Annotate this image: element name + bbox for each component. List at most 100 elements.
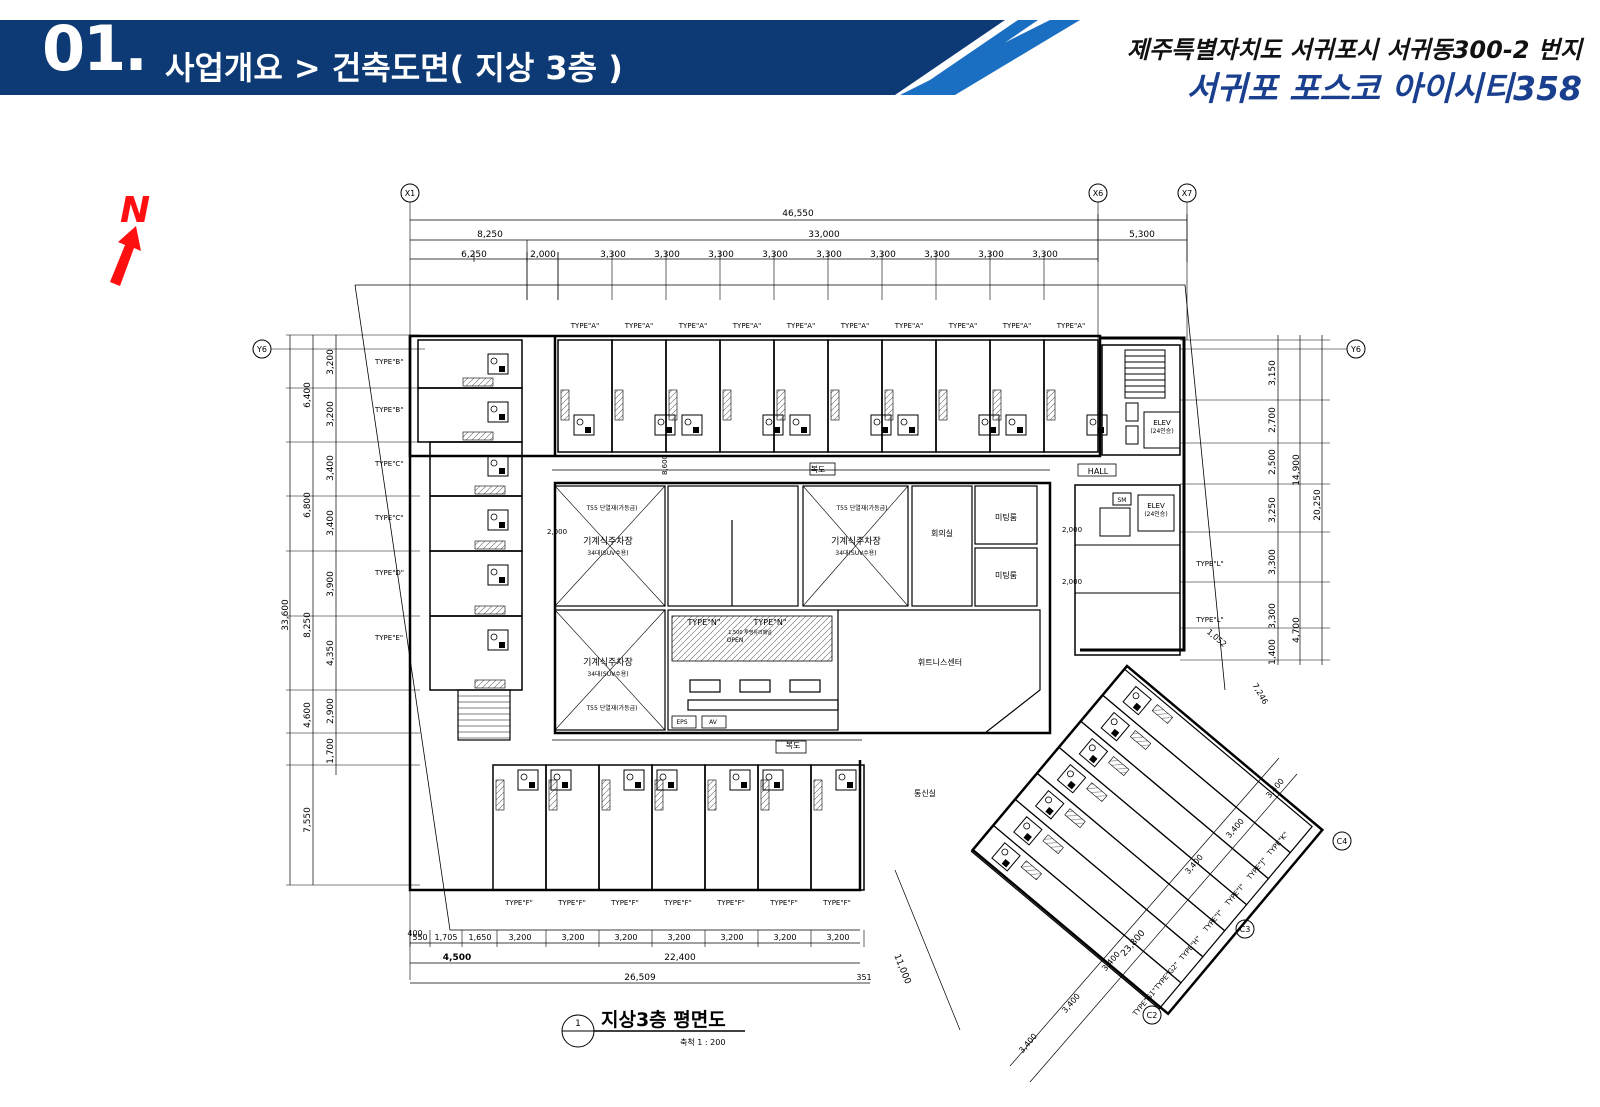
- type-l-2: TYPE"L": [1195, 616, 1224, 624]
- type-f-label: TYPE"F": [716, 899, 745, 907]
- wall-note-2: T55 단열재(가등급): [835, 504, 887, 512]
- grid-bubble-c3: [1235, 919, 1255, 939]
- rotated-wing: TYPE"K"TYPE"J"TYPE"I"TYPE"I"TYPE"H"TYPE"…: [970, 664, 1325, 1018]
- center-misc: [671, 462, 1117, 754]
- north-label: N: [120, 190, 151, 231]
- dim-left-inner-item: 2,900: [326, 698, 336, 724]
- dim-top-row3-item: 3,300: [924, 250, 950, 260]
- dim-top-row3-item: 3,300: [1032, 250, 1058, 260]
- right-dimension-lines: [1277, 335, 1323, 665]
- dim-bottom-row3-a: 26,509: [624, 973, 656, 983]
- dim-top-row3-item: 3,300: [708, 250, 734, 260]
- dim-left-inner-item: 3,200: [326, 349, 336, 375]
- label-eps: EPS: [676, 719, 687, 726]
- grid-bubbles: [252, 183, 1366, 1025]
- dim-bottom-row2-a: 4,500: [443, 953, 471, 963]
- grid-label-c4: C4: [1337, 837, 1348, 846]
- dim-left-outer: 33,600: [281, 599, 291, 631]
- dim-right-outer-1: 14,900: [1292, 454, 1302, 486]
- room-meeting-room-1: 미팅룸: [995, 512, 1017, 522]
- label-open-note: 1,500 투명유리패널: [728, 629, 772, 636]
- type-f-label: TYPE"F": [663, 899, 692, 907]
- type-left-label: TYPE"C": [374, 514, 404, 522]
- dim-left-mid: 6,400 6,800 8,250 4,600 7,550: [303, 382, 313, 833]
- dim-misc-1: 2,000: [547, 528, 567, 536]
- room-comm: 통신실: [914, 788, 936, 798]
- room-meeting-room-2: 미팅룸: [995, 570, 1017, 580]
- dim-top-row3-item: 3,300: [978, 250, 1004, 260]
- type-left-label: TYPE"C": [374, 460, 404, 468]
- dim-bottom-row1-item: 3,200: [562, 933, 585, 942]
- left-dimension-lines: [289, 335, 337, 885]
- type-f-label: TYPE"F": [822, 899, 851, 907]
- dim-wing-outer-item: 3,400: [1060, 992, 1082, 1015]
- parking-sub-2: 34대(SUV수용): [835, 549, 876, 557]
- type-a-label: TYPE"A": [732, 322, 761, 330]
- type-left-label: TYPE"E": [374, 634, 403, 642]
- site-boundary-left: [354, 284, 860, 931]
- type-a-label: TYPE"A": [624, 322, 653, 330]
- stair-left: [457, 689, 511, 741]
- site-boundary-top: [355, 284, 1226, 691]
- type-f-label: TYPE"F": [557, 899, 586, 907]
- dim-left-mid-item: 4,600: [303, 702, 313, 728]
- dim-right-inner-item: 2,700: [1268, 407, 1278, 433]
- dim-left-mid-item: 7,550: [303, 807, 313, 833]
- dim-left-inner-item: 4,350: [326, 640, 336, 666]
- dim-left-inner-item: 3,400: [326, 510, 336, 536]
- dim-left-mid-item: 8,250: [303, 612, 313, 638]
- dim-bottom-row1-item: 3,200: [774, 933, 797, 942]
- dim-wing-side: 11,000: [891, 953, 912, 986]
- label-open: OPEN: [727, 637, 744, 644]
- drawing-title-block: 1 지상3층 평면도 축척 1 : 200: [561, 1009, 745, 1048]
- wall-note-1: T55 단열재(가등급): [585, 504, 637, 512]
- grid-bubble-c4: [1332, 831, 1352, 851]
- type-a-label: TYPE"A": [678, 322, 707, 330]
- dim-top-seg-b: 33,000: [808, 230, 840, 240]
- dim-right-inner-item: 3,250: [1268, 497, 1278, 523]
- wing-dimension-lines: [894, 757, 1298, 1083]
- header-accent-wedge: [900, 20, 1080, 95]
- grid-label-c3: C3: [1240, 925, 1251, 934]
- dim-left-inner-item: 1,700: [326, 738, 336, 764]
- grid-lines: [271, 202, 1347, 980]
- dim-top-row3-item: 3,300: [654, 250, 680, 260]
- dim-bottom-row1-item: 3,200: [668, 933, 691, 942]
- elev-top-label: ELEV: [1153, 419, 1171, 427]
- type-left-label: TYPE"D": [374, 569, 404, 577]
- dim-misc-2: 2,000: [1062, 526, 1082, 534]
- dim-top-row3-item: 3,300: [762, 250, 788, 260]
- dim-top-row3-item: 3,300: [600, 250, 626, 260]
- parking-label-2: 기계식주차장: [831, 535, 881, 547]
- dim-wing-outer-item: 3,400: [1100, 950, 1122, 973]
- type-a-label: TYPE"A": [948, 322, 977, 330]
- room-corridor-bottom: 복도: [786, 741, 801, 750]
- dim-wing-small-1: 1,052: [1205, 627, 1228, 649]
- type-f-label: TYPE"F": [504, 899, 533, 907]
- dim-left-mid-item: 6,400: [303, 382, 313, 408]
- dim-left-inner-item: 3,200: [326, 401, 336, 427]
- header-navy-band: [0, 20, 1005, 95]
- dim-right-inner-item: 3,300: [1268, 603, 1278, 629]
- type-n-2: TYPE"N": [753, 618, 787, 627]
- dim-left-mid-item: 6,800: [303, 492, 313, 518]
- room-fitness: 휘트니스센터: [918, 657, 962, 667]
- dim-bottom-row1-item: 3,200: [509, 933, 532, 942]
- dim-top-row3-item: 3,300: [816, 250, 842, 260]
- top-unit-row: TYPE"A"TYPE"A"TYPE"A"TYPE"A"TYPE"A"TYPE"…: [557, 322, 1108, 453]
- central-core: [552, 469, 1050, 741]
- dim-right-inner-item: 2,500: [1268, 449, 1278, 475]
- type-a-label: TYPE"A": [894, 322, 923, 330]
- grid-label-y6-right: Y6: [1350, 345, 1361, 354]
- wall-note-3: T55 단열재(가등급): [585, 704, 637, 712]
- type-left-label: TYPE"B": [374, 358, 403, 366]
- dim-right-outer-2: 4,700: [1292, 617, 1302, 643]
- dim-right-inner-item: 3,150: [1268, 360, 1278, 386]
- dim-bottom-row1-item: 550: [412, 933, 427, 942]
- dim-wing-total: 23,800: [1119, 928, 1147, 959]
- dim-bottom-row3-b: 351: [856, 973, 871, 982]
